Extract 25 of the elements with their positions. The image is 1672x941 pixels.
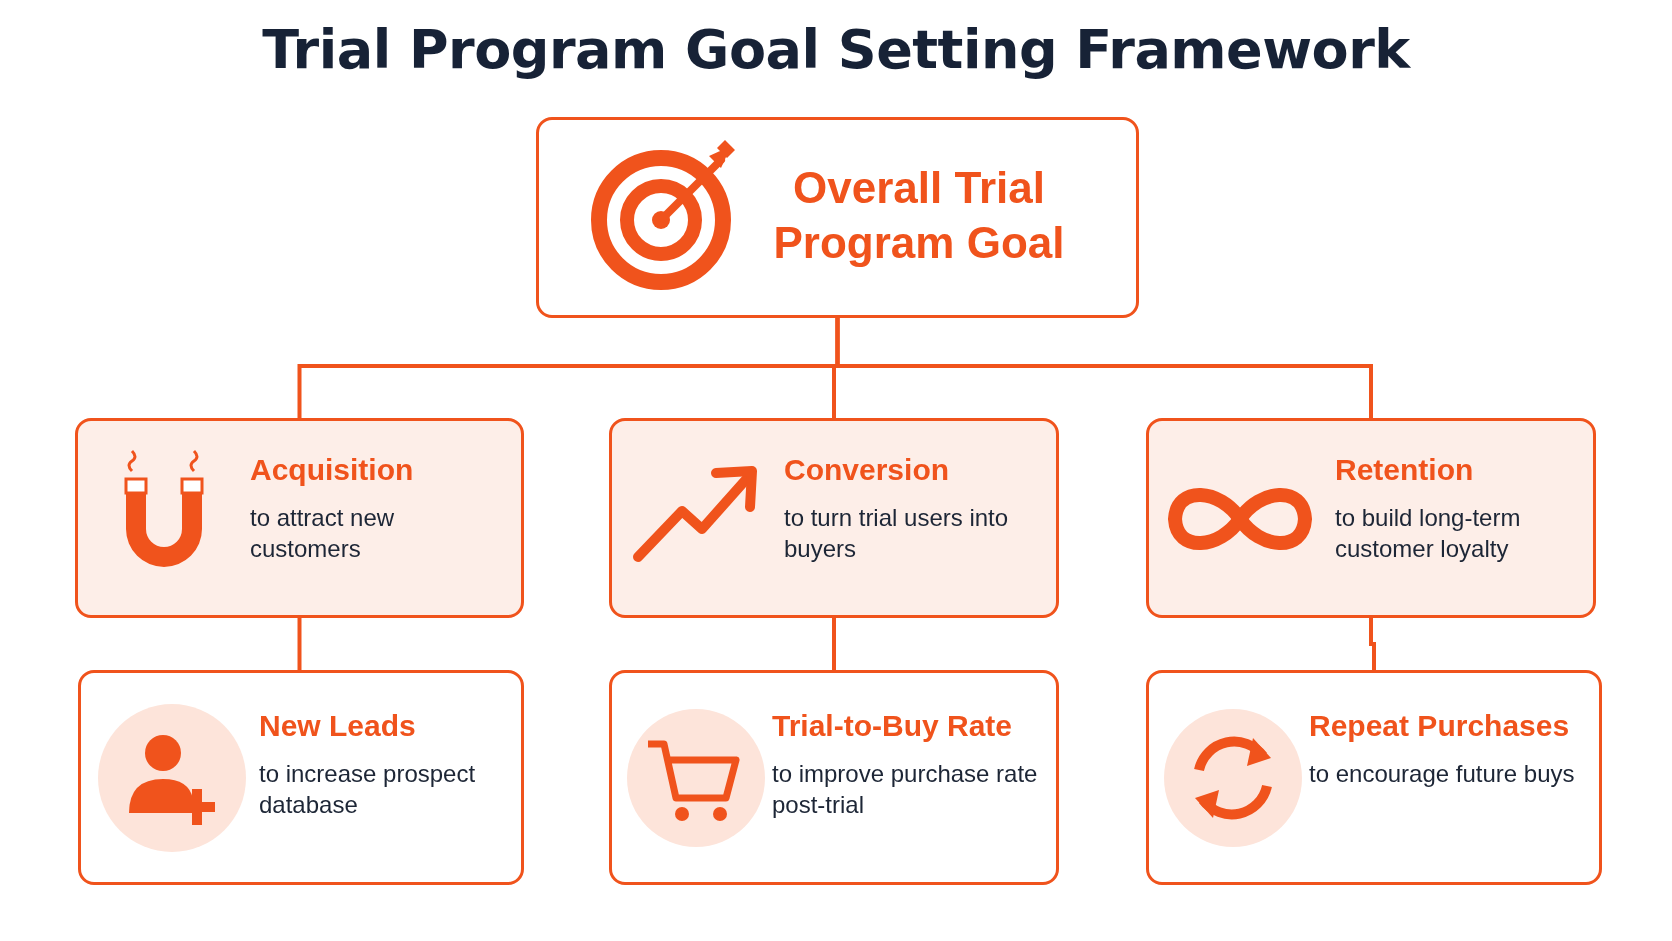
description: to improve purchase rate post-trial bbox=[772, 758, 1039, 820]
connector-line bbox=[1369, 618, 1376, 670]
metric-card bbox=[1146, 670, 1602, 885]
heading: Retention bbox=[1335, 453, 1475, 488]
description: to build long-term customer loyalty bbox=[1335, 502, 1522, 564]
connector-line bbox=[297, 618, 302, 670]
goal-box bbox=[536, 117, 1139, 318]
description: to turn trial users into buyers bbox=[784, 502, 1010, 564]
connector-line bbox=[835, 318, 1373, 418]
heading: New Leads bbox=[259, 709, 417, 744]
heading: Overall Trial Program Goal bbox=[772, 162, 1066, 269]
objective-card bbox=[1146, 418, 1596, 618]
description: to encourage future buys bbox=[1309, 758, 1576, 789]
heading: Trial-to-Buy Rate bbox=[772, 709, 1014, 744]
objective-card bbox=[75, 418, 524, 618]
heading: Acquisition bbox=[250, 453, 415, 488]
title: Trial Program Goal Setting Framework bbox=[261, 18, 1412, 81]
metric-card bbox=[609, 670, 1059, 885]
objective-card bbox=[609, 418, 1059, 618]
heading: Conversion bbox=[784, 453, 951, 488]
heading: Repeat Purchases bbox=[1309, 709, 1571, 744]
description: to attract new customers bbox=[250, 502, 396, 564]
connector-line bbox=[832, 618, 836, 670]
metric-card bbox=[78, 670, 524, 885]
description: to increase prospect database bbox=[259, 758, 477, 820]
